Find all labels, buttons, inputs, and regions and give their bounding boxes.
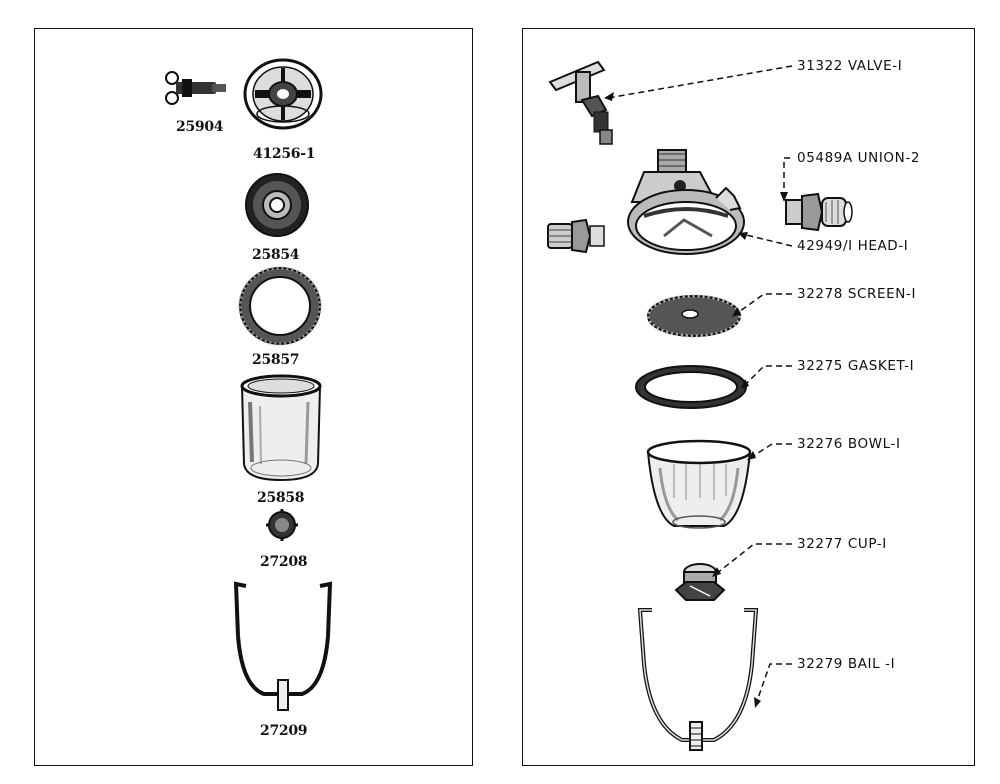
callout-cup: 32277 CUP-I: [797, 536, 887, 552]
wire-bail-drawing: [228, 576, 338, 718]
part-number-25857: 25857: [252, 352, 300, 368]
glass-bowl-drawing-right: [644, 438, 754, 534]
union-right-drawing: [784, 190, 854, 234]
screen-disc-drawing: [242, 170, 312, 240]
union-left-drawing: [546, 218, 606, 254]
filter-head-drawing: [238, 56, 328, 136]
fitting-drawing: [160, 66, 226, 110]
filter-head-assembly-drawing: [624, 146, 774, 264]
callout-valve: 31322 VALVE-I: [797, 58, 903, 74]
glass-bowl-drawing: [236, 372, 326, 484]
callout-gasket: 32275 GASKET-I: [797, 358, 915, 374]
part-number-25854: 25854: [252, 247, 300, 263]
gasket-ring-drawing: [236, 264, 324, 348]
screen-disc-drawing-right: [646, 292, 742, 340]
callout-union: 05489A UNION-2: [797, 150, 921, 166]
callout-bail: 32279 BAIL -I: [797, 656, 896, 672]
callout-screen: 32278 SCREEN-I: [797, 286, 917, 302]
callout-bowl: 32276 BOWL-I: [797, 436, 901, 452]
part-number-25904: 25904: [176, 119, 224, 135]
callout-head: 42949/I HEAD-I: [797, 238, 909, 254]
right-parts-panel: [522, 28, 975, 766]
part-number-25858: 25858: [257, 490, 305, 506]
gasket-ring-drawing-right: [634, 364, 748, 410]
part-number-27208: 27208: [260, 554, 308, 570]
part-number-27209: 27209: [260, 723, 308, 739]
wire-bail-drawing-right: [630, 604, 766, 754]
valve-drawing: [546, 56, 636, 152]
part-number-41256-1: 41256-1: [253, 146, 316, 162]
cup-nut-drawing: [266, 509, 298, 541]
cup-nut-drawing-right: [672, 560, 728, 606]
